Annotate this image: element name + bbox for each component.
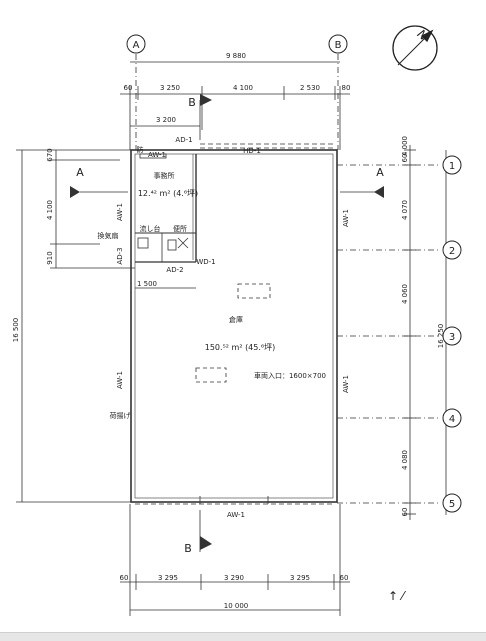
tag-aw1-office-top: AW-1 — [148, 151, 166, 159]
room-warehouse-label: 倉庫 — [229, 315, 243, 324]
building-outline — [130, 149, 338, 503]
grid-label-a: A — [133, 40, 140, 51]
tag-hd1: HD-1 — [243, 147, 261, 155]
dim-right-d5: 60 — [401, 508, 409, 517]
grid-bubble-5 — [442, 493, 462, 513]
scribble-mark: ↑ ⁄ — [388, 589, 407, 603]
dim-top-seg-5: 80 — [342, 84, 351, 92]
dim-right-d3: 4 060 — [401, 284, 409, 304]
north-arrow-icon — [392, 25, 438, 71]
opening-note: 車両入口：1600×700 — [254, 371, 326, 380]
dim-bottom-seg-3: 3 290 — [224, 574, 244, 582]
bottom-strip — [0, 632, 486, 641]
toilet-fixture — [167, 239, 177, 251]
tag-aw1-bottom: AW-1 — [227, 511, 245, 519]
dim-right-d1: 60 — [401, 154, 409, 163]
dim-left-d1: 670 — [46, 148, 54, 161]
section-label-a-right: A — [376, 166, 384, 179]
section-label-b-bottom: B — [184, 542, 192, 555]
dim-bottom-seg-5: 60 — [340, 574, 349, 582]
grid-bubble-2 — [442, 240, 462, 260]
tag-exhaust: 換気扇 — [98, 231, 119, 240]
dim-left-d3: 910 — [46, 251, 54, 264]
tag-ad2: AD-2 — [166, 266, 183, 274]
dim-bottom-seg-4: 3 295 — [290, 574, 310, 582]
tag-aw1-right-upper: AW-1 — [342, 209, 350, 227]
hidden-outline-1 — [237, 283, 271, 299]
tag-hanging: 荷揚げ — [110, 411, 131, 420]
dim-top-seg-1: 60 — [124, 84, 133, 92]
dim-right-overall: 16 250 — [437, 324, 445, 349]
grid-bubble-b — [328, 34, 348, 54]
tag-aw1-office-left: AW-1 — [116, 203, 124, 221]
office-window-top — [139, 153, 167, 159]
room-warehouse-area: 150.⁵² m² (45.⁶坪) — [205, 343, 275, 352]
grid-bubble-1 — [442, 155, 462, 175]
north-label: N — [415, 27, 431, 44]
grid-label-5: 5 — [449, 499, 455, 510]
dim-top-seg-2: 3 250 — [160, 84, 180, 92]
grid-label-b: B — [335, 40, 342, 51]
building-outline-inner — [134, 153, 334, 499]
tag-aw1-right-lower: AW-1 — [342, 375, 350, 393]
dim-right-d4: 4 080 — [401, 450, 409, 470]
hidden-outline-2 — [195, 367, 227, 383]
dim-left-d2: 4 100 — [46, 200, 54, 220]
grid-label-3: 3 — [449, 332, 455, 343]
tag-ad1: AD-1 — [175, 136, 192, 144]
section-arrow-b-top — [200, 94, 212, 106]
dim-inner-1500: 1 500 — [137, 280, 157, 288]
grid-bubble-3 — [442, 326, 462, 346]
sink-fixture — [137, 237, 149, 249]
grid-bubble-a — [126, 34, 146, 54]
room-office-area: 12.⁴² m² (4.⁶坪) — [138, 189, 198, 198]
room-sink-label: 流し台 — [140, 224, 161, 233]
grid-label-4: 4 — [449, 414, 455, 425]
dim-top-overall: 9 880 — [226, 52, 246, 60]
tag-small: 防 — [137, 145, 144, 154]
dim-right-d2: 4 070 — [401, 200, 409, 220]
tag-aw1-left-lower: AW-1 — [116, 371, 124, 389]
section-label-b-top: B — [188, 96, 196, 109]
dim-top-seg-3: 4 100 — [233, 84, 253, 92]
room-office-label: 事務所 — [154, 171, 175, 180]
section-arrow-a-right — [374, 186, 384, 198]
dim-right-d6: 4 000 — [401, 136, 409, 156]
dim-top-sub: 3 200 — [156, 116, 176, 124]
tag-wd1: WD-1 — [196, 258, 215, 266]
dim-left-overall: 16 500 — [12, 318, 20, 343]
tag-ad3: AD-3 — [116, 247, 124, 264]
dim-bottom-seg-1: 60 — [120, 574, 129, 582]
grid-label-2: 2 — [449, 246, 455, 257]
dim-bottom-overall: 10 000 — [224, 602, 249, 610]
dim-top-seg-4: 2 530 — [300, 84, 320, 92]
dim-bottom-seg-2: 3 295 — [158, 574, 178, 582]
grid-label-1: 1 — [449, 161, 455, 172]
section-arrow-a-left — [70, 186, 80, 198]
grid-bubble-4 — [442, 408, 462, 428]
section-arrow-b-bottom — [200, 536, 212, 550]
room-wc-label: 便所 — [173, 224, 187, 233]
section-label-a-left: A — [76, 166, 84, 179]
